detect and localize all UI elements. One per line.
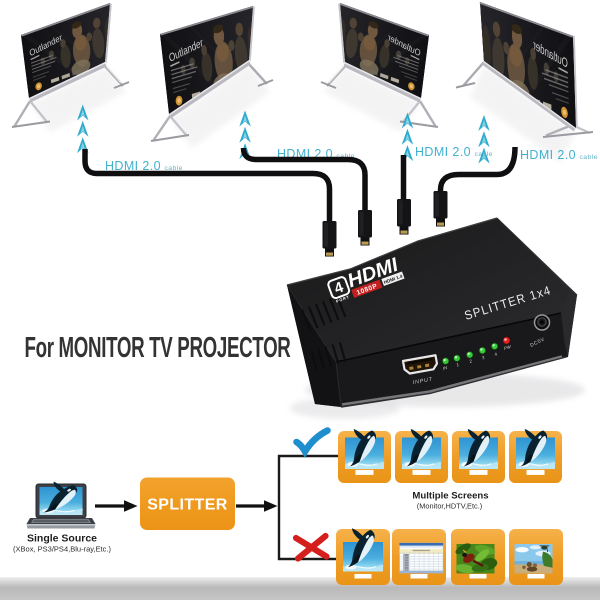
svg-text:3: 3 [481,355,485,361]
svg-text:4: 4 [494,351,498,357]
svg-text:SPLITTER: SPLITTER [147,497,228,514]
svg-text:PORT: PORT [335,294,350,304]
svg-text:For MONITOR TV PROJECTOR: For MONITOR TV PROJECTOR [25,332,291,364]
svg-text:1: 1 [456,362,460,368]
svg-text:(Monitor,HDTV,Etc.): (Monitor,HDTV,Etc.) [417,502,482,511]
svg-text:IN: IN [442,365,449,371]
svg-text:Single Source: Single Source [27,533,97,545]
svg-text:PW: PW [503,344,512,351]
svg-text:Multiple Screens: Multiple Screens [412,491,488,502]
svg-text:(XBox, PS3/PS4,Blu-ray,Etc.): (XBox, PS3/PS4,Blu-ray,Etc.) [13,545,111,554]
svg-text:INPUT: INPUT [412,377,433,386]
svg-text:HDMI 1.4: HDMI 1.4 [383,273,403,284]
svg-text:2: 2 [468,358,473,364]
